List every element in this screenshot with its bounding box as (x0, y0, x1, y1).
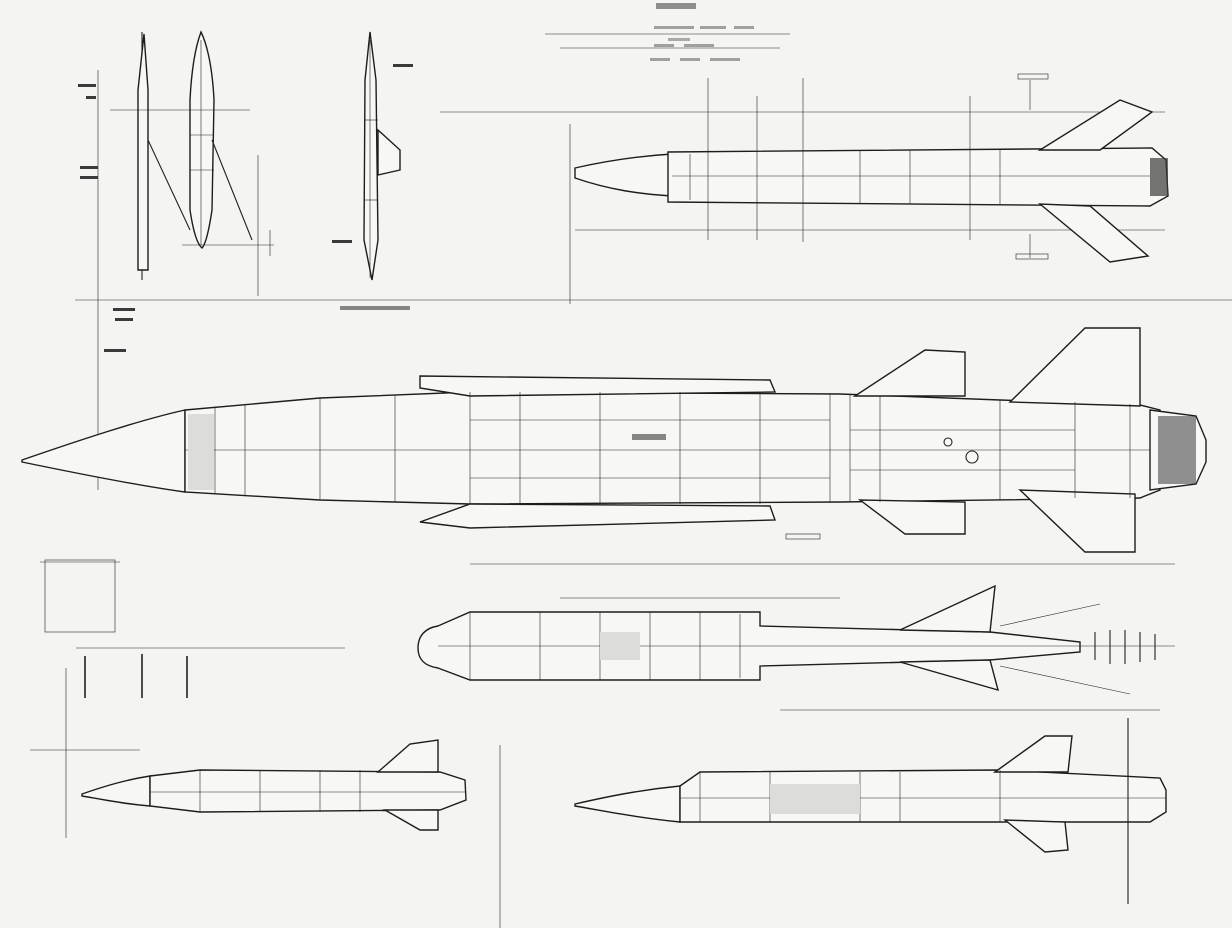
missile-side-bottom-right (574, 718, 1167, 904)
missile-side-small-left (81, 739, 467, 831)
missile-side-middle (417, 584, 1175, 695)
missile-side-upper-right (574, 73, 1169, 263)
missile-front-narrow (340, 31, 413, 310)
guide-lines (30, 33, 1232, 928)
title-block (650, 3, 754, 61)
scale-markers (40, 559, 188, 698)
missile-top-plan (78, 30, 352, 352)
missile-side-main (21, 327, 1207, 553)
